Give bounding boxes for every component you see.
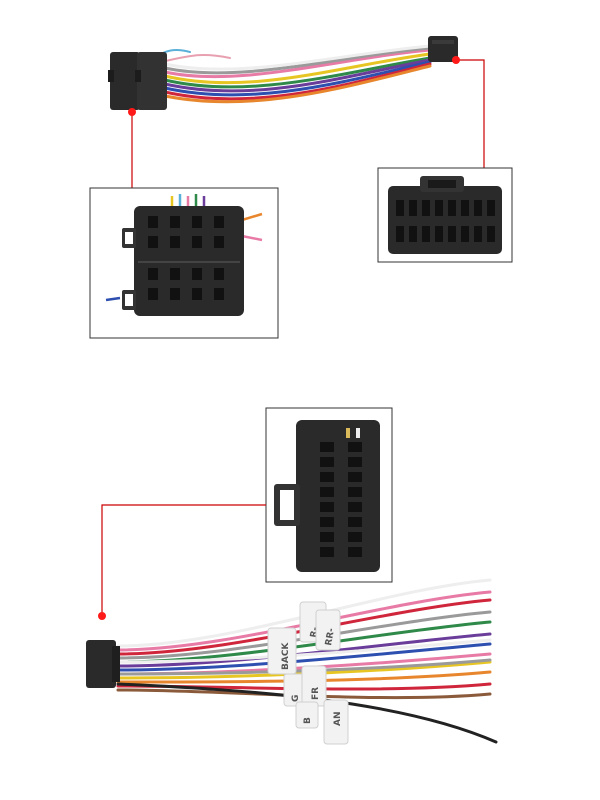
pin-hole	[422, 226, 430, 242]
head-unit-connector-inset	[377, 167, 513, 263]
head-unit-connector-side	[428, 36, 458, 62]
pin-hole	[320, 472, 334, 482]
pin-hole	[348, 547, 362, 557]
pin-hole	[409, 226, 417, 242]
top-harness	[108, 36, 458, 110]
pin-hole	[448, 226, 456, 242]
label-b: B	[303, 717, 313, 724]
bottom-harness: BACK R- RR- G FR B AN	[86, 578, 498, 745]
label-rp: R-	[309, 626, 321, 639]
pin-hole	[214, 268, 224, 280]
pin-hole	[409, 200, 417, 216]
pin-hole	[192, 216, 202, 228]
pin-hole	[320, 457, 334, 467]
pin-hole	[461, 200, 469, 216]
label-fr: FR	[311, 687, 321, 700]
wire	[116, 642, 492, 672]
iso-connector-side	[108, 52, 167, 110]
pin-hole	[348, 532, 362, 542]
wire-labels: BACK R- RR- G FR B AN	[267, 601, 349, 745]
pin-hole	[170, 236, 180, 248]
label-rr: RR-	[324, 627, 337, 646]
pin-hole	[320, 487, 334, 497]
pin-hole	[170, 216, 180, 228]
pin-hole	[422, 200, 430, 216]
pin-hole	[148, 268, 158, 280]
pin-hole	[320, 517, 334, 527]
pin-hole	[148, 288, 158, 300]
pin-hole	[348, 472, 362, 482]
pin-hole	[396, 226, 404, 242]
pin-hole	[348, 487, 362, 497]
pin-hole	[214, 288, 224, 300]
pin-hole	[214, 216, 224, 228]
top-harness-wires	[154, 44, 432, 104]
bottom-callout	[98, 504, 266, 620]
pin-hole	[192, 236, 202, 248]
label-back: BACK	[281, 642, 291, 670]
pin-hole	[320, 532, 334, 542]
pin-hole	[435, 200, 443, 216]
pin-hole	[487, 226, 495, 242]
pin-hole	[320, 547, 334, 557]
pin-hole	[448, 200, 456, 216]
pin-hole	[320, 442, 334, 452]
pin-hole	[348, 502, 362, 512]
pin-hole	[396, 200, 404, 216]
pin-hole	[170, 288, 180, 300]
pin-hole	[148, 216, 158, 228]
pin-hole	[320, 502, 334, 512]
label-an: AN	[333, 712, 343, 727]
pin-hole	[192, 268, 202, 280]
wire	[116, 638, 492, 664]
pin-hole	[487, 200, 495, 216]
bottom-connector-inset	[265, 407, 393, 583]
pin-hole	[148, 236, 158, 248]
label-g: G	[291, 695, 301, 702]
top-callouts	[128, 56, 485, 188]
pin-hole	[214, 236, 224, 248]
pin-hole	[348, 457, 362, 467]
iso-connector-inset	[89, 187, 279, 339]
pin-hole	[348, 442, 362, 452]
pin-hole	[170, 268, 180, 280]
bottom-harness-connector	[86, 640, 116, 688]
pin-hole	[435, 226, 443, 242]
pin-hole	[348, 517, 362, 527]
pin-hole	[474, 226, 482, 242]
pin-hole	[192, 288, 202, 300]
pin-hole	[461, 226, 469, 242]
pin-hole	[474, 200, 482, 216]
